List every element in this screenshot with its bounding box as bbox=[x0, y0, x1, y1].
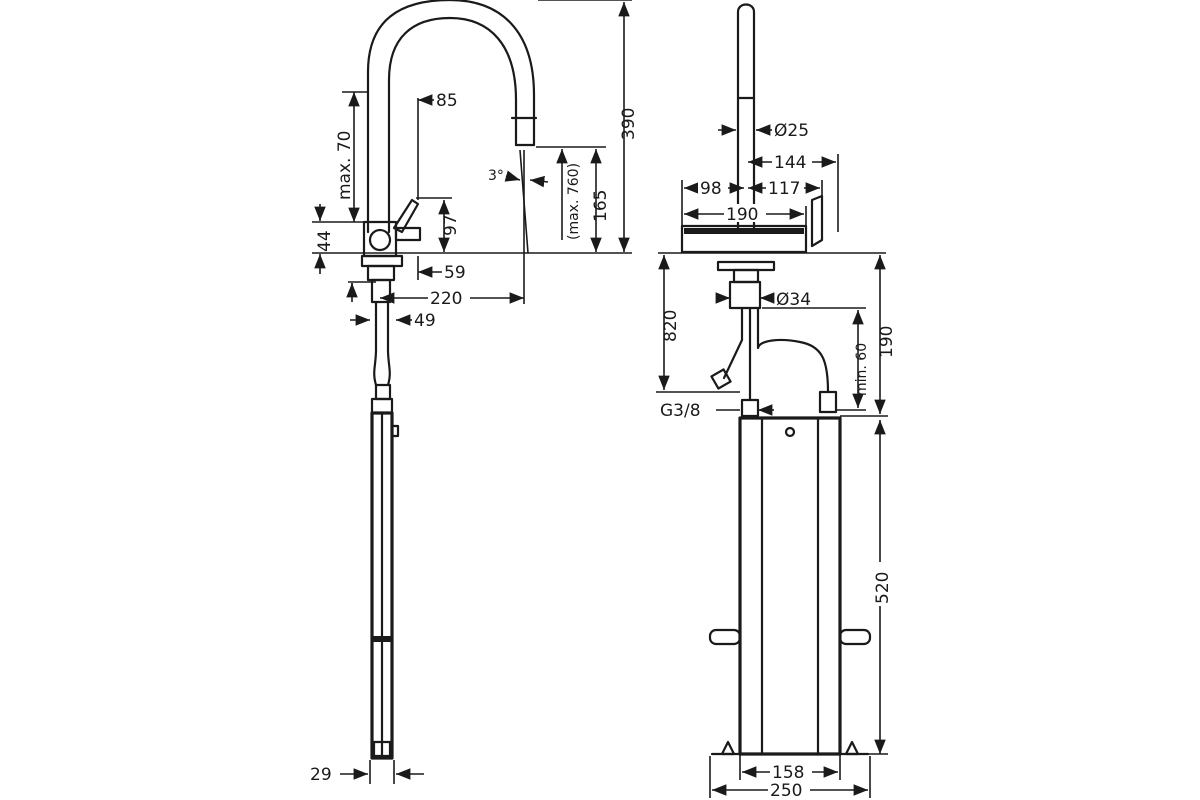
side-view: max. 70 85 390 3° (max. 760) 165 97 44 bbox=[310, 0, 639, 785]
dim-520-label-bg bbox=[872, 562, 890, 606]
dim-29-label: 29 bbox=[310, 765, 332, 785]
base-flange bbox=[360, 254, 404, 268]
dim-98-label: 98 bbox=[700, 179, 722, 199]
box-clip-right bbox=[838, 628, 872, 646]
hose-right bbox=[386, 300, 391, 387]
dim-59-label: 59 bbox=[444, 263, 466, 283]
dim-158-label-bg bbox=[770, 762, 812, 780]
hose-front-right-nut bbox=[818, 390, 838, 414]
dim-250-label: 250 bbox=[770, 781, 802, 800]
dim-250-label-bg bbox=[768, 780, 810, 798]
cylinder-band bbox=[372, 636, 392, 642]
dim-min60-label: min. 60 bbox=[854, 343, 870, 396]
lever-hub bbox=[368, 228, 392, 252]
dim-390-label: 390 bbox=[619, 108, 639, 140]
dim-190top-label-bg bbox=[724, 204, 766, 222]
dim-165-label: 165 bbox=[591, 190, 611, 222]
dim-144-label: 144 bbox=[774, 153, 806, 173]
front-view: Ø25 144 98 117 190 820 Ø34 min. 60 bbox=[656, 3, 897, 800]
faucet-body-front bbox=[680, 224, 808, 254]
dim-dia25-label: Ø25 bbox=[774, 121, 809, 141]
hose-front-left-end bbox=[710, 368, 732, 390]
spout-front bbox=[736, 3, 756, 230]
dim-190top-label: 190 bbox=[726, 205, 758, 225]
g38-label: G3/8 bbox=[660, 401, 701, 421]
dim-44-label: 44 bbox=[315, 230, 335, 252]
cylinder-clip bbox=[390, 424, 400, 438]
dim-220-label: 220 bbox=[430, 289, 462, 309]
box-foot-right bbox=[844, 740, 860, 756]
box-foot-left bbox=[720, 740, 736, 756]
cylinder-weight bbox=[372, 740, 392, 758]
dim-3deg-arrow-right bbox=[529, 175, 549, 188]
dim-49-label: 49 bbox=[414, 311, 436, 331]
box-screw bbox=[784, 426, 796, 438]
body-grip-texture bbox=[684, 228, 804, 234]
base-front-flange bbox=[716, 260, 776, 272]
dim-85-label: 85 bbox=[436, 91, 458, 111]
hose-left bbox=[373, 300, 378, 387]
dim-3deg-arrow-left bbox=[504, 170, 521, 182]
dim-144-label-bg bbox=[772, 152, 812, 170]
dim-520-label: 520 bbox=[873, 572, 893, 604]
dim-max70-label: max. 70 bbox=[335, 131, 355, 200]
hose-front-center-nut bbox=[740, 398, 760, 418]
dim-3deg-label: 3° bbox=[488, 168, 504, 184]
dim-dia34-label: Ø34 bbox=[776, 290, 811, 310]
dim-97-label: 97 bbox=[441, 214, 461, 236]
hose-nut bbox=[370, 397, 394, 415]
spout-outer bbox=[366, 0, 536, 234]
spout-inner bbox=[387, 16, 518, 234]
dim-820-label: 820 bbox=[661, 310, 681, 342]
dim-158-label: 158 bbox=[772, 763, 804, 783]
hose-front-right-curve bbox=[756, 306, 830, 394]
base-front-nut bbox=[732, 268, 760, 284]
hose-connector bbox=[374, 383, 392, 401]
dim-220-label-bg bbox=[428, 288, 470, 306]
dim-max760-label: (max. 760) bbox=[566, 163, 582, 240]
dim-117-label: 117 bbox=[768, 179, 800, 199]
dim-98-label-bg bbox=[698, 178, 728, 196]
base-front-shank bbox=[728, 280, 762, 310]
lever-base bbox=[394, 226, 422, 242]
lever-handle bbox=[392, 198, 420, 234]
box-clip-left bbox=[708, 628, 742, 646]
base-nut bbox=[366, 264, 396, 282]
dim-190right-label: 190 bbox=[877, 326, 897, 358]
lever-front bbox=[810, 194, 824, 248]
dim-117-label-bg bbox=[766, 178, 804, 196]
hose-front-left bbox=[722, 306, 744, 380]
hose-box bbox=[738, 416, 842, 756]
